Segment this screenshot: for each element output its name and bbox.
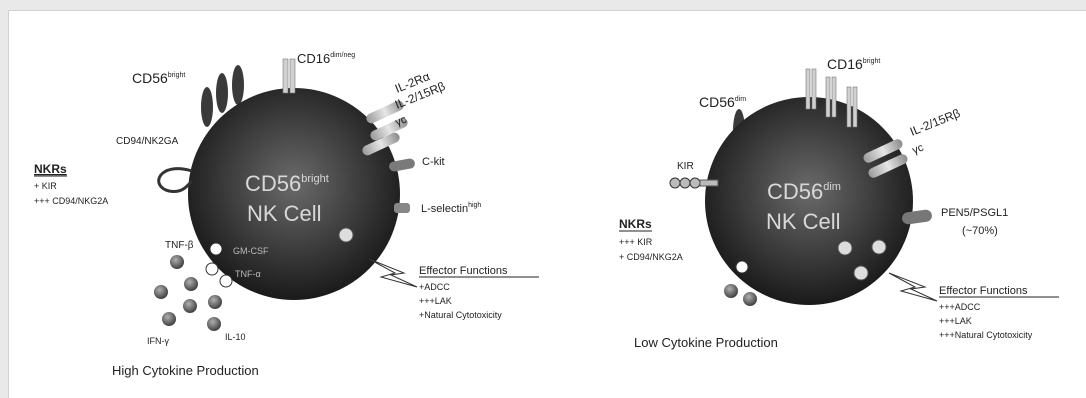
left-tnfa-label: TNF-α <box>235 269 261 279</box>
nk-cell-diagram: CD56bright NK Cell CD56bright CD16dim/ne… <box>9 11 1086 398</box>
left-tnfb-label: TNF-β <box>165 240 194 251</box>
left-gmcsf-label: GM-CSF <box>233 246 269 256</box>
right-kir-label: KIR <box>677 161 694 172</box>
right-effector-line2: +++LAK <box>939 316 972 326</box>
right-gamma-c-label: γc <box>911 141 926 156</box>
right-nkrs-line2: + CD94/NKG2A <box>619 252 683 262</box>
right-cd16-label: CD16bright <box>827 56 880 72</box>
left-cell-title-line2: NK Cell <box>247 201 322 226</box>
right-effector-heading: Effector Functions <box>939 285 1028 297</box>
right-cd56-label: CD56dim <box>699 94 746 110</box>
right-pen5-label: PEN5/PSGL1 <box>941 207 1008 219</box>
left-il10-label: IL-10 <box>225 332 246 342</box>
left-granule <box>339 228 353 242</box>
left-caption: High Cytokine Production <box>112 363 259 378</box>
right-kir-receptor <box>670 178 718 188</box>
left-effector-line3: +Natural Cytotoxicity <box>419 310 502 320</box>
left-lightning-icon <box>369 259 417 287</box>
left-cd56-label: CD56bright <box>132 70 185 86</box>
left-nk-cell: CD56bright NK Cell CD56bright CD16dim/ne… <box>34 51 539 378</box>
right-effector-line1: +++ADCC <box>939 302 981 312</box>
left-cd16-receptor <box>283 59 295 93</box>
right-lightning-icon <box>889 273 937 301</box>
left-ckit-label: C-kit <box>422 156 445 168</box>
left-cd16-label: CD16dim/neg <box>297 51 355 66</box>
right-effector-line3: +++Natural Cytotoxicity <box>939 330 1033 340</box>
left-effector-line1: +ADCC <box>419 282 450 292</box>
left-cd94-receptor <box>159 169 192 192</box>
right-caption: Low Cytokine Production <box>634 335 778 350</box>
left-lselectin-receptor <box>394 203 410 213</box>
left-lselectin-label: L-selectinhigh <box>421 202 481 215</box>
left-nkrs-heading: NKRs <box>34 162 67 176</box>
right-nkrs-heading: NKRs <box>619 217 652 231</box>
left-nkrs-line2: +++ CD94/NKG2A <box>34 196 108 206</box>
right-nk-cell: CD56dim NK Cell CD56dim CD16bright IL-2/… <box>619 56 1059 350</box>
right-cell-title-line2: NK Cell <box>766 209 841 234</box>
figure-frame: CD56bright NK Cell CD56bright CD16dim/ne… <box>8 10 1086 398</box>
left-cd94-label: CD94/NK2GA <box>116 136 179 147</box>
left-effector-heading: Effector Functions <box>419 265 508 277</box>
left-effector-line2: +++LAK <box>419 296 452 306</box>
right-pen5-percent: (~70%) <box>962 225 998 237</box>
left-nkrs-line1: + KIR <box>34 181 57 191</box>
right-nkrs-line1: +++ KIR <box>619 237 653 247</box>
right-il215rb-label: IL-2/15Rβ <box>908 106 962 139</box>
left-ifng-label: IFN-γ <box>147 336 169 346</box>
